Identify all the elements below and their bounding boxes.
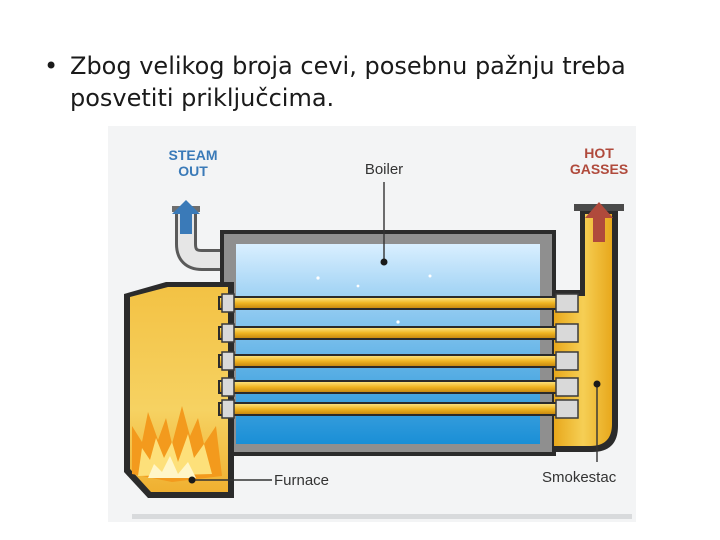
steam-out-label-line2: OUT [178,163,208,179]
fire-tube-1 [218,296,564,310]
furnace-label: Furnace [274,472,329,489]
furnace-flames [132,406,222,482]
fire-tube-3 [218,354,564,368]
bullet-point: • Zbog velikog broja cevi, posebnu pažnj… [44,50,684,114]
hot-gasses-label-line1: HOT [584,145,614,161]
fire-tube-boiler-diagram: STEAM OUT HOT GASSES [108,126,636,522]
hot-gasses-label-line2: GASSES [570,161,628,177]
bullet-dot: • [44,52,59,80]
fire-tube-5 [218,402,564,416]
floor-shadow [132,514,632,519]
bullet-text: Zbog velikog broja cevi, posebnu pažnju … [70,52,626,112]
smokestack-label: Smokestac [542,469,617,486]
boiler-label: Boiler [365,161,403,178]
steam-out-arrow [172,200,200,234]
fire-tube-4 [218,380,564,394]
hot-gasses-arrow [585,202,613,242]
fire-tube-2 [218,326,564,340]
tube-fittings [221,293,579,419]
steam-out-label-line1: STEAM [169,147,218,163]
fire-tubes [218,296,564,416]
leader-lines [188,182,601,484]
